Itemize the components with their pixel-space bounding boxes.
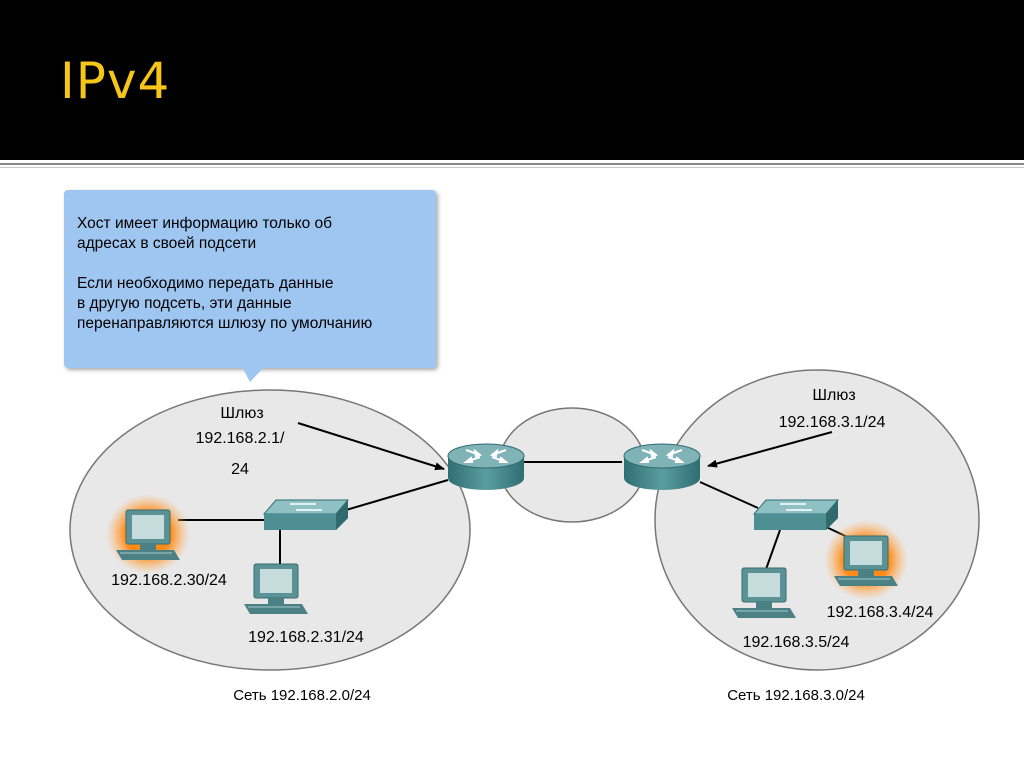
link-switch-router1 [345,479,449,511]
pc-icon [243,563,309,615]
info-callout: Хост имеет информацию только об адресах … [64,190,436,368]
right-subnet-label: Сеть 192.168.3.0/24 [727,687,865,704]
right-gateway-ip: 192.168.3.1/24 [779,414,886,431]
link-switch-host4 [764,529,781,573]
left-gateway-arrow [297,422,445,471]
title-divider [0,163,1024,165]
switch-left-icon [263,499,349,531]
switch-right-icon [753,499,839,531]
pc-icon [731,567,797,619]
left-gateway-ip-suffix: 24 [231,461,249,478]
router-left-icon [447,443,525,491]
host-ip-label: 192.168.3.5/24 [743,634,850,651]
router-right-icon [623,443,701,491]
right-gateway-label: Шлюз [812,387,855,404]
left-subnet-label: Сеть 192.168.2.0/24 [233,687,371,704]
pc-highlighted-icon [106,494,190,574]
host-ip-label: 192.168.3.4/24 [827,604,934,621]
host-ip-label: 192.168.2.31/24 [248,629,364,646]
title-bar [0,0,1024,160]
link-router2-switch [699,481,759,509]
host-ip-label: 192.168.2.30/24 [111,572,227,589]
callout-paragraph-2: Если необходимо передать данные в другую… [77,275,373,332]
title-divider-thin [0,167,1024,168]
callout-pointer [242,367,264,382]
slide-title: IPv4 [60,52,171,110]
left-gateway-label: Шлюз [220,405,263,422]
pc-highlighted-icon [824,520,908,600]
left-gateway-ip: 192.168.2.1/ [196,430,286,447]
callout-paragraph-1: Хост имеет информацию только об адресах … [77,215,333,252]
right-gateway-arrow [707,431,833,468]
